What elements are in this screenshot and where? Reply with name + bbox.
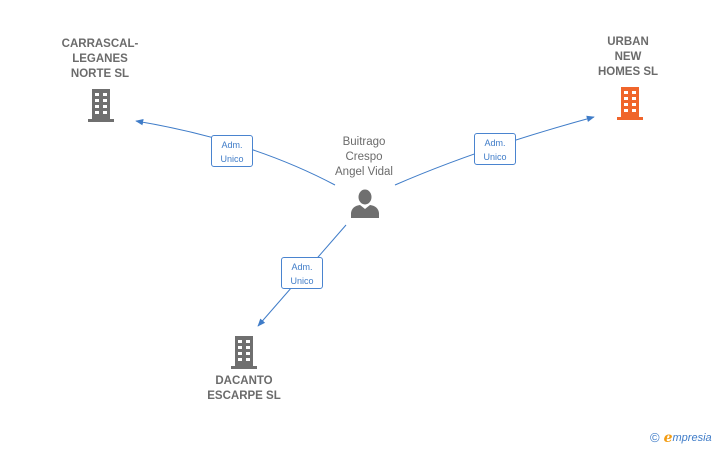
building-icon[interactable] (85, 88, 117, 122)
person-icon[interactable] (350, 188, 380, 218)
logo-text: mpresia (672, 432, 712, 444)
building-icon[interactable] (614, 86, 646, 120)
node-label-person: Buitrago Crespo Angel Vidal (335, 136, 393, 178)
building-icon[interactable] (228, 335, 260, 369)
role-label-dacanto: Adm. Unico (281, 257, 323, 289)
logo-initial: e (663, 430, 673, 446)
node-label-urban: URBAN NEW HOMES SL (597, 36, 659, 78)
role-label-urban: Adm. Unico (474, 133, 516, 165)
node-label-carrascal: CARRASCAL- LEGANES NORTE SL (61, 38, 139, 80)
role-label-carrascal: Adm. Unico (211, 135, 253, 167)
node-label-dacanto: DACANTO ESCARPE SL (207, 375, 281, 402)
copyright-symbol: © (650, 430, 660, 445)
